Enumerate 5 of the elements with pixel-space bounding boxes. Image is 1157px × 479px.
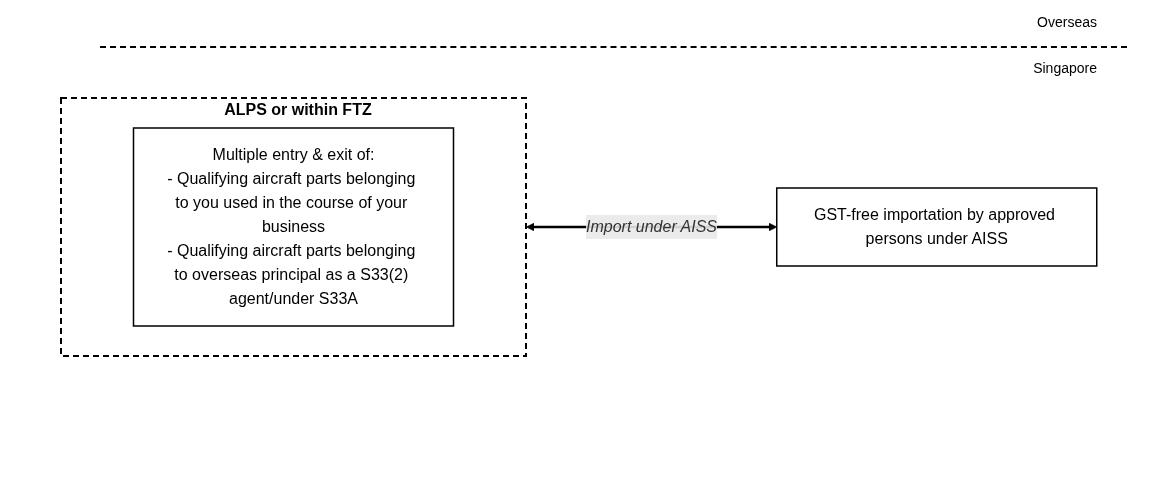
edge-label: Import under AISS [585, 218, 717, 235]
region-label: Overseas [1037, 14, 1097, 30]
node-box: Multiple entry & exit of: - Qualifying aircraft parts belonging to you used in the course of your business - Qualifying aircraft parts belonging to overseas principal as a S33(2) agent/under S33A [132, 127, 454, 327]
node-box: GST-free importation by approved persons under AISS [775, 187, 1098, 267]
region-label: Singapore [1033, 60, 1097, 76]
